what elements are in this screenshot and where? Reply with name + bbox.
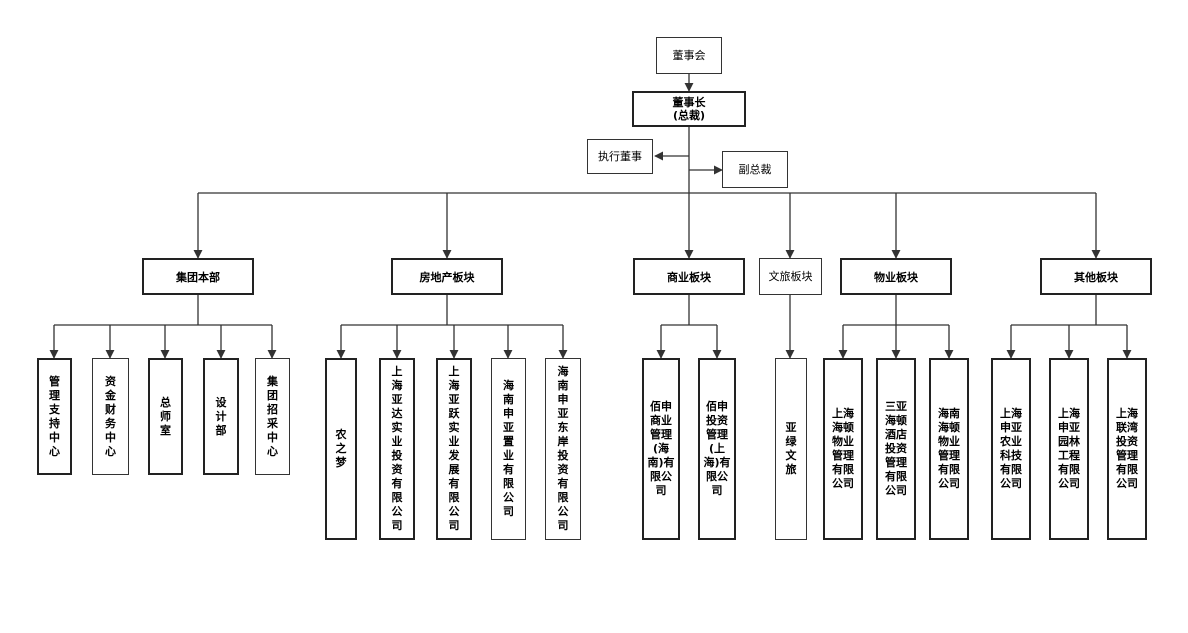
unit-node: 资金财务中心	[92, 358, 129, 475]
division-label: 商业板块	[667, 270, 711, 284]
chairman-label: 董事长 (总裁)	[672, 96, 706, 122]
unit-node: 三亚海顿酒店投资管理有限公司	[876, 358, 916, 540]
unit-node: 佰申投资管理(上海)有限公司	[698, 358, 736, 540]
division-label: 房地产板块	[419, 270, 475, 284]
executive-director-label: 执行董事	[598, 150, 642, 163]
vice-president-node: 副总裁	[722, 151, 788, 188]
unit-node: 上海亚达实业投资有限公司	[379, 358, 415, 540]
unit-label: 佰申投资管理(上海)有限公司	[703, 400, 731, 497]
unit-node: 上海申亚园林工程有限公司	[1049, 358, 1089, 540]
division-node-culture-tourism: 文旅板块	[759, 258, 822, 295]
vice-president-label: 副总裁	[738, 163, 772, 176]
unit-label: 上海亚达实业投资有限公司	[391, 365, 403, 532]
board-node: 董事会	[656, 37, 722, 74]
unit-node: 海南申亚置业有限公司	[491, 358, 526, 540]
unit-label: 设计部	[215, 395, 227, 437]
unit-label: 海南申亚东岸投资有限公司	[557, 365, 569, 532]
division-node-group-hq: 集团本部	[142, 258, 254, 295]
board-label: 董事会	[672, 49, 706, 62]
unit-label: 上海申亚园林工程有限公司	[1058, 407, 1080, 490]
unit-label: 总师室	[160, 395, 171, 437]
division-node-commercial: 商业板块	[633, 258, 745, 295]
chairman-node: 董事长 (总裁)	[632, 91, 746, 127]
unit-label: 海南海顿物业管理有限公司	[938, 407, 960, 490]
unit-node: 上海联湾投资管理有限公司	[1107, 358, 1147, 540]
unit-label: 资金财务中心	[105, 374, 116, 458]
unit-node: 亚绿文旅	[775, 358, 807, 540]
unit-label: 管理支持中心	[49, 374, 60, 458]
unit-label: 农之梦	[335, 428, 347, 469]
unit-label: 三亚海顿酒店投资管理有限公司	[885, 400, 907, 497]
division-node-real-estate: 房地产板块	[391, 258, 503, 295]
division-label: 文旅板块	[768, 270, 813, 283]
unit-node: 设计部	[203, 358, 239, 475]
unit-node: 管理支持中心	[37, 358, 72, 475]
division-node-property: 物业板块	[840, 258, 952, 295]
unit-label: 上海申亚农业科技有限公司	[1000, 407, 1022, 490]
division-label: 物业板块	[874, 270, 918, 284]
unit-node: 海南申亚东岸投资有限公司	[545, 358, 581, 540]
unit-label: 亚绿文旅	[785, 421, 797, 476]
unit-label: 上海亚跃实业发展有限公司	[448, 365, 460, 532]
unit-node: 上海申亚农业科技有限公司	[991, 358, 1031, 540]
unit-node: 总师室	[148, 358, 183, 475]
unit-node: 上海亚跃实业发展有限公司	[436, 358, 472, 540]
unit-label: 上海联湾投资管理有限公司	[1116, 407, 1138, 490]
division-label: 其他板块	[1074, 270, 1118, 284]
unit-node: 上海海顿物业管理有限公司	[823, 358, 863, 540]
unit-node: 佰申商业管理(海南)有限公司	[642, 358, 680, 540]
unit-node: 海南海顿物业管理有限公司	[929, 358, 969, 540]
unit-label: 海南申亚置业有限公司	[503, 379, 514, 518]
unit-label: 上海海顿物业管理有限公司	[832, 407, 854, 490]
division-node-other: 其他板块	[1040, 258, 1152, 295]
unit-node: 农之梦	[325, 358, 357, 540]
unit-label: 佰申商业管理(海南)有限公司	[647, 400, 675, 497]
executive-director-node: 执行董事	[587, 139, 653, 174]
unit-label: 集团招采中心	[267, 374, 278, 458]
unit-node: 集团招采中心	[255, 358, 290, 475]
division-label: 集团本部	[176, 270, 220, 284]
